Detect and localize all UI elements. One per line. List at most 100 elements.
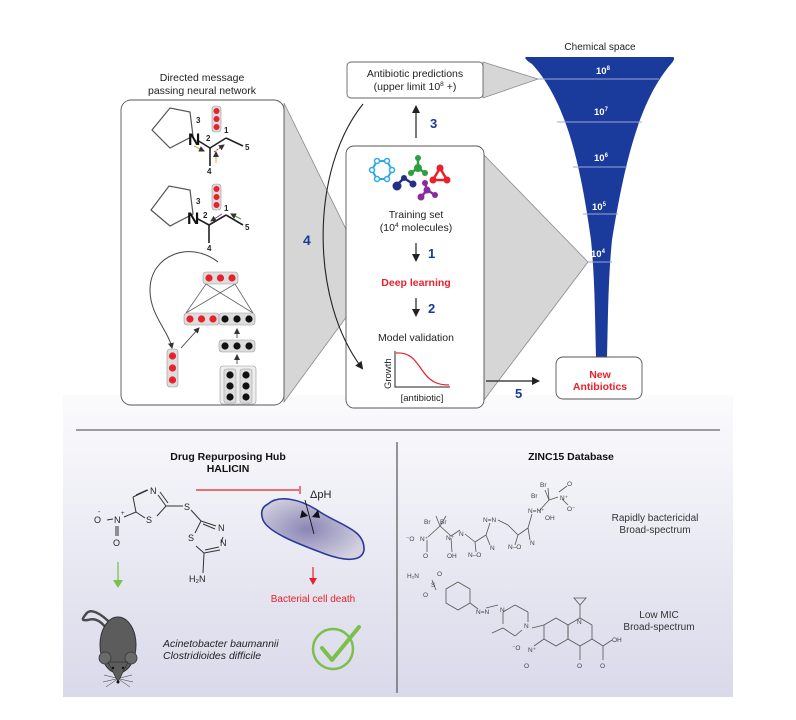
svg-text:Br: Br: [440, 519, 447, 526]
halicin-atom-S3: S: [188, 533, 194, 543]
svg-text:O: O: [437, 571, 442, 578]
svg-text:S: S: [431, 582, 436, 589]
predictions-line2: (upper limit 108 +): [374, 81, 457, 93]
cell-death-arrowhead: [309, 578, 317, 585]
predictions-box: [346, 61, 484, 99]
predictions-line1: Antibiotic predictions: [367, 68, 463, 80]
compound2-line2: Broad-spectrum: [623, 622, 694, 633]
atom-label-5a: 5: [245, 143, 250, 152]
model-validation-label: Model validation: [378, 332, 454, 344]
svg-text:N: N: [524, 623, 529, 630]
svg-text:OH: OH: [545, 515, 555, 522]
svg-text:N: N: [490, 545, 495, 552]
svg-text:H₂N: H₂N: [407, 573, 419, 580]
zinc-title: ZINC15 Database: [528, 451, 614, 463]
compound1-line1: Rapidly bactericidal: [612, 513, 699, 524]
atom-N-2: N: [187, 209, 199, 228]
halicin-atom-S1: S: [146, 515, 152, 525]
growth-plot: Growth [antibiotic]: [383, 351, 450, 404]
halicin-atom-S2: S: [184, 502, 190, 512]
compound1-line2: Broad-spectrum: [619, 525, 690, 536]
hidden-vector-2: [211, 183, 222, 211]
svg-text:N–O: N–O: [468, 552, 481, 559]
atom-label-4b: 4: [207, 244, 212, 253]
to-mouse-arrowhead: [113, 580, 123, 588]
step-1-label: 1: [428, 246, 435, 261]
funnel-dividers: [538, 78, 659, 263]
bacterium-icon: [260, 498, 365, 561]
atom-label-1a: 1: [224, 126, 229, 135]
step-4-curve-arrow: [322, 103, 364, 370]
training-set-line1: Training set: [389, 209, 444, 221]
svg-text:O: O: [577, 663, 582, 670]
svg-text:N=N: N=N: [476, 609, 489, 616]
atom-label-2b: 2: [203, 211, 208, 220]
svg-text:N: N: [459, 531, 464, 538]
antibiotic-axis-label: [antibiotic]: [401, 393, 444, 404]
molecule-step-2: [150, 185, 244, 243]
new-antibiotics-line1: New: [589, 369, 611, 381]
funnel-level-1e6: 106: [594, 153, 609, 164]
zinc-compound-2-structure: [431, 579, 613, 660]
svg-text:O⁻: O⁻: [567, 506, 576, 513]
hidden-vector-1: [211, 105, 222, 133]
svg-text:O: O: [600, 663, 605, 670]
halicin-atom-N1: N: [150, 486, 157, 496]
dmpnn-title-line2: passing neural network: [148, 85, 257, 97]
step-5-label: 5: [515, 386, 522, 401]
chemical-space-funnel: [525, 57, 675, 357]
chemical-space-title: Chemical space: [564, 42, 636, 53]
step-4-label: 4: [303, 232, 311, 248]
halicin-charge-minus: -: [98, 509, 101, 516]
training-set-line2: (104 molecules): [380, 222, 453, 234]
zinc-compound-1-structure: [426, 485, 569, 553]
mouse-icon: [81, 610, 138, 688]
species-2: Clostridioides difficile: [163, 650, 261, 662]
deep-learning-label: Deep learning: [381, 277, 450, 289]
atom-label-5b: 5: [245, 223, 250, 232]
svg-text:N: N: [500, 607, 505, 614]
inhibition-line: [196, 486, 301, 494]
message-arrows-2: [210, 213, 242, 222]
svg-text:N: N: [577, 619, 582, 626]
halicin-structure: [115, 489, 224, 574]
svg-text:OH: OH: [447, 553, 457, 560]
svg-text:O: O: [423, 553, 428, 560]
new-antibiotics-box: [555, 356, 643, 400]
svg-text:N: N: [530, 540, 535, 547]
step-3-label: 3: [430, 116, 437, 131]
halicin-atom-nitro-O1: O: [94, 515, 101, 525]
svg-text:N=N⁺: N=N⁺: [528, 508, 545, 515]
svg-text:OH: OH: [612, 637, 622, 644]
species-1: Acinetobacter baumannii: [162, 638, 279, 650]
bottom-panel-background: [63, 395, 733, 697]
halicin-to-mol-line: [106, 518, 114, 521]
svg-text:O: O: [524, 663, 529, 670]
svg-text:Br: Br: [540, 482, 547, 489]
svg-text:N–O: N–O: [508, 544, 521, 551]
svg-text:N⁺: N⁺: [446, 535, 455, 542]
svg-text:O: O: [423, 592, 428, 599]
svg-text:N=N: N=N: [483, 517, 496, 524]
svg-text:⁻O: ⁻O: [406, 536, 415, 543]
connector-predictions-to-funnel: [482, 61, 540, 99]
delta-ph-label: ΔpH: [310, 489, 331, 501]
atom-label-1b: 1: [224, 204, 229, 213]
svg-text:N⁺: N⁺: [560, 495, 569, 502]
svg-text:O: O: [567, 481, 572, 488]
growth-axis-label: Growth: [383, 358, 394, 389]
drug-hub-title-line2: HALICIN: [207, 463, 250, 475]
halicin-atom-nitro-N: N: [114, 515, 121, 525]
drug-hub-title-line1: Drug Repurposing Hub: [170, 451, 286, 463]
training-box: [345, 145, 485, 409]
halicin-atom-NH2: H₂N: [189, 574, 206, 584]
svg-text:Br: Br: [424, 519, 431, 526]
svg-text:N⁺: N⁺: [420, 536, 429, 543]
halicin-atom-nitro-O2: O: [113, 538, 120, 548]
halicin-atom-N2: N: [218, 523, 225, 533]
halicin-atom-N3: N: [220, 538, 227, 548]
new-antibiotics-line2: Antibiotics: [573, 381, 627, 393]
funnel-level-1e8: 108: [596, 66, 611, 77]
